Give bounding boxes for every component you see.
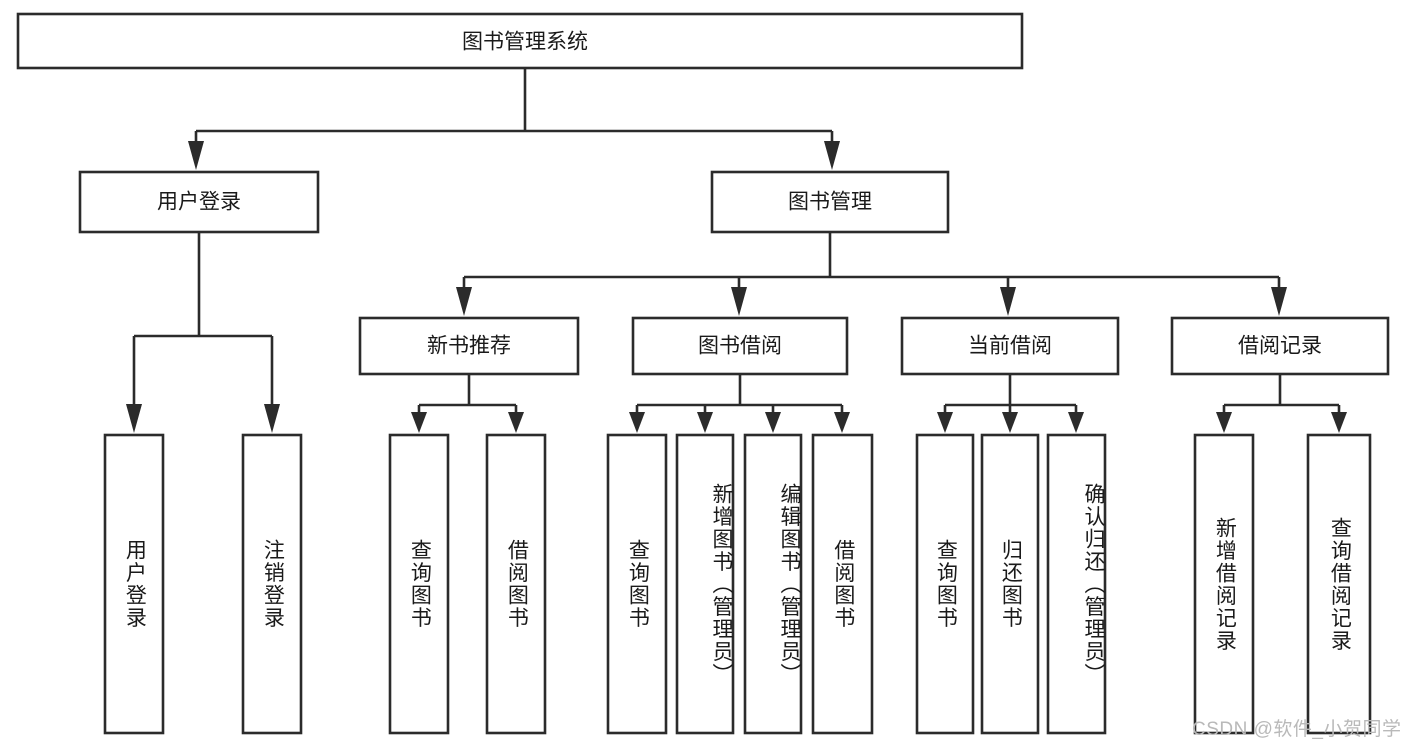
node-current-borrow[interactable]: 当前借阅 [900,316,1120,376]
node-leaf-add-book-admin-rect[interactable] [675,433,735,735]
arrow-head-leaf-add-borrow-record [1216,412,1232,433]
arrow-head-book-borrow [731,287,747,316]
node-user-login[interactable]: 用户登录 [78,170,320,234]
node-leaf-return-book-rect[interactable] [980,433,1040,735]
arrow-head-leaf-borrow-book [834,412,850,433]
node-current-borrow-label: 当前借阅 [968,335,1052,358]
node-book-borrow-rect[interactable] [631,316,849,376]
node-leaf-query-book-recommend-rect[interactable] [388,433,450,735]
arrow-head-user-login [188,141,204,170]
node-user-login-rect[interactable] [78,170,320,234]
node-leaf-query-book-borrow-rect[interactable] [606,433,668,735]
node-book-management-rect[interactable] [710,170,950,234]
connector-layer [126,68,1347,433]
node-book-borrow-label: 图书借阅 [698,335,782,358]
node-borrow-record-label: 借阅记录 [1238,335,1322,358]
arrow-head-book-management [824,141,840,170]
arrow-head-leaf-query-book-borrow [629,412,645,433]
node-borrow-record[interactable]: 借阅记录 [1170,316,1390,376]
arrow-head-leaf-edit-book-admin [765,412,781,433]
node-leaf-add-borrow-record-rect[interactable] [1193,433,1255,735]
arrow-head-leaf-user-login [126,404,142,433]
node-book-borrow[interactable]: 图书借阅 [631,316,849,376]
node-root-rect[interactable] [16,12,1024,70]
arrow-head-new-book-recommend [456,287,472,316]
arrow-head-leaf-query-book-recommend [411,412,427,433]
csdn-watermark: CSDN @软件_小贺同学 [1192,719,1402,740]
node-root[interactable]: 图书管理系统 [16,12,1024,70]
arrow-head-leaf-query-borrow-record [1331,412,1347,433]
arrow-head-current-borrow [1000,287,1016,316]
node-leaf-query-borrow-record-rect[interactable] [1306,433,1372,735]
node-new-book-recommend[interactable]: 新书推荐 [358,316,580,376]
arrow-head-leaf-logout [264,404,280,433]
node-leaf-edit-book-admin-rect[interactable] [743,433,803,735]
node-leaf-logout-rect[interactable] [241,433,303,735]
node-leaf-borrow-book-recommend-rect[interactable] [485,433,547,735]
arrow-head-leaf-confirm-return-admin [1068,412,1084,433]
node-current-borrow-rect[interactable] [900,316,1120,376]
node-borrow-record-rect[interactable] [1170,316,1390,376]
arrow-head-leaf-add-book-admin [697,412,713,433]
node-leaf-user-login-rect[interactable] [103,433,165,735]
node-new-book-recommend-rect[interactable] [358,316,580,376]
leaf-node-layer [103,433,1372,735]
node-leaf-query-book-current-rect[interactable] [915,433,975,735]
node-new-book-recommend-label: 新书推荐 [427,335,511,358]
node-leaf-borrow-book-rect[interactable] [811,433,874,735]
arrow-head-leaf-return-book [1002,412,1018,433]
node-book-management[interactable]: 图书管理 [710,170,950,234]
arrow-head-leaf-borrow-book-recommend [508,412,524,433]
node-user-login-label: 用户登录 [157,191,241,214]
arrow-head-leaf-query-book-current [937,412,953,433]
node-book-management-label: 图书管理 [788,191,872,214]
node-root-label: 图书管理系统 [462,31,588,54]
node-leaf-confirm-return-admin-rect[interactable] [1046,433,1107,735]
arrow-head-borrow-record [1271,287,1287,316]
